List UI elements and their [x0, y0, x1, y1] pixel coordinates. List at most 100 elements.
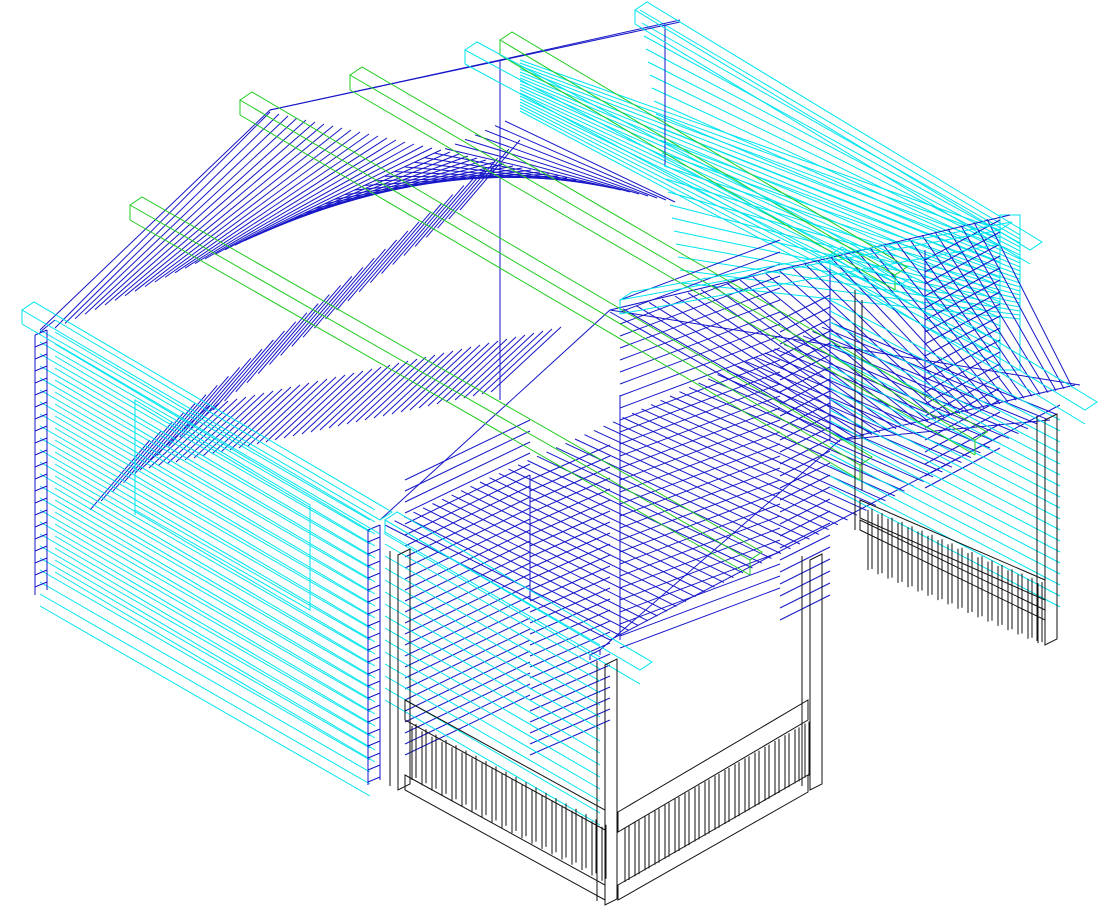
porch-roof-slat	[813, 332, 1038, 425]
railing-bottom-rail	[405, 775, 605, 900]
side-wall-board	[385, 580, 600, 705]
rear-siding-board	[520, 105, 1000, 350]
porch-roof-slat	[649, 302, 864, 436]
wall-hatch	[405, 651, 530, 711]
roof-slats	[55, 112, 1072, 640]
wall-hatch	[284, 373, 354, 438]
side-wall-board	[55, 548, 375, 738]
purlin-bottom	[130, 220, 750, 575]
porch-roof-slat	[556, 448, 781, 554]
side-wall-board	[40, 594, 370, 784]
porch-roof-slat	[727, 370, 952, 467]
porch-roof-slat	[727, 283, 912, 425]
side-wall-board	[830, 432, 1060, 552]
wall-hatch	[620, 564, 780, 624]
rear-siding-board	[520, 72, 1000, 262]
wall-hatch	[374, 353, 444, 418]
side-wall-board	[40, 522, 370, 712]
wall-hatch	[248, 381, 318, 446]
wall-hatch	[401, 347, 471, 412]
roof-slat	[435, 153, 612, 188]
wall-hatch	[620, 528, 780, 588]
eave-beam-bottom	[635, 24, 1030, 264]
porch-roof-slat	[594, 430, 819, 534]
corner-post-log	[35, 582, 47, 587]
wall-hatch	[530, 489, 610, 524]
wall-hatch	[337, 240, 397, 310]
side-wall-board	[55, 392, 375, 582]
wall-hatch	[405, 486, 530, 546]
porch-roof-slat	[831, 258, 976, 410]
purlin-top	[350, 67, 987, 440]
porch-roof-slat	[987, 219, 1072, 387]
wall-hatch	[203, 391, 273, 456]
porch-post	[810, 554, 822, 790]
wall-hatch	[620, 588, 780, 648]
wall-hatch	[303, 267, 363, 337]
side-wall-board	[55, 476, 375, 666]
corner-post-log	[35, 450, 47, 455]
corner-post-log	[35, 534, 47, 539]
wall-hatch	[383, 351, 453, 416]
roof-slat	[505, 121, 675, 202]
wall-hatch	[325, 249, 385, 319]
porch-roof-slat	[680, 392, 905, 492]
porch-roof-slat	[490, 478, 715, 588]
main-ridge	[270, 20, 680, 110]
side-wall-board	[40, 354, 370, 544]
wall-hatch	[405, 585, 530, 645]
rear-siding-board	[520, 60, 1000, 230]
wall-hatch	[530, 654, 610, 689]
corner-post-log	[35, 546, 47, 551]
corner-post-log	[35, 342, 47, 347]
porch-roof-slat	[423, 508, 648, 621]
corner-post-log	[368, 549, 380, 554]
eave-beam-bottom	[465, 64, 900, 299]
side-wall-board	[385, 664, 600, 789]
side-wall-board	[40, 330, 370, 520]
wall-hatch	[780, 487, 830, 512]
wall-hatch	[464, 333, 534, 398]
roof-slat	[185, 138, 387, 268]
corner-post-log	[35, 438, 47, 443]
side-wall-board	[55, 464, 375, 654]
corner-post-log	[35, 390, 47, 395]
side-wall-board	[385, 532, 600, 657]
wall-hatch	[405, 629, 530, 689]
porch-roof-slat	[689, 387, 914, 486]
rear-siding-board	[520, 93, 1000, 318]
porch-roof-slat	[961, 226, 1056, 391]
corner-post-log	[35, 378, 47, 383]
wall-hatch	[530, 577, 610, 612]
rear-siding-board	[520, 102, 1000, 342]
porch-roof-slat	[575, 439, 800, 544]
roof-slat	[85, 118, 297, 314]
purlin-top	[240, 92, 872, 465]
rear-siding-board	[520, 66, 1000, 246]
wall-hatch	[530, 720, 610, 755]
wall-hatch	[410, 345, 480, 410]
corner-post-log	[368, 693, 380, 698]
side-wall-board	[40, 378, 370, 568]
corner-post-log	[368, 525, 380, 530]
wall-hatch	[530, 467, 610, 502]
side-wall-board	[55, 368, 375, 558]
wall-hatch	[236, 322, 296, 392]
side-wall-board	[40, 546, 370, 736]
rear-siding-board	[646, 49, 1020, 247]
wall-hatch	[780, 439, 830, 464]
roof-slat	[125, 126, 333, 296]
wall-hatch	[90, 440, 150, 510]
porch-roof-slat	[585, 435, 810, 540]
wall-hatch	[338, 361, 408, 426]
porch-post	[1045, 414, 1057, 645]
wall-hatch	[275, 375, 345, 440]
rear-siding-board	[640, 10, 1020, 235]
rear-siding-board	[520, 90, 1000, 310]
wall-hatch	[925, 340, 1000, 380]
wall-hatch	[925, 412, 1000, 452]
rear-siding-board	[678, 257, 1020, 311]
wall-hatch	[620, 300, 780, 360]
wall-hatch	[620, 360, 780, 420]
roof-gable-outline	[40, 20, 1080, 650]
